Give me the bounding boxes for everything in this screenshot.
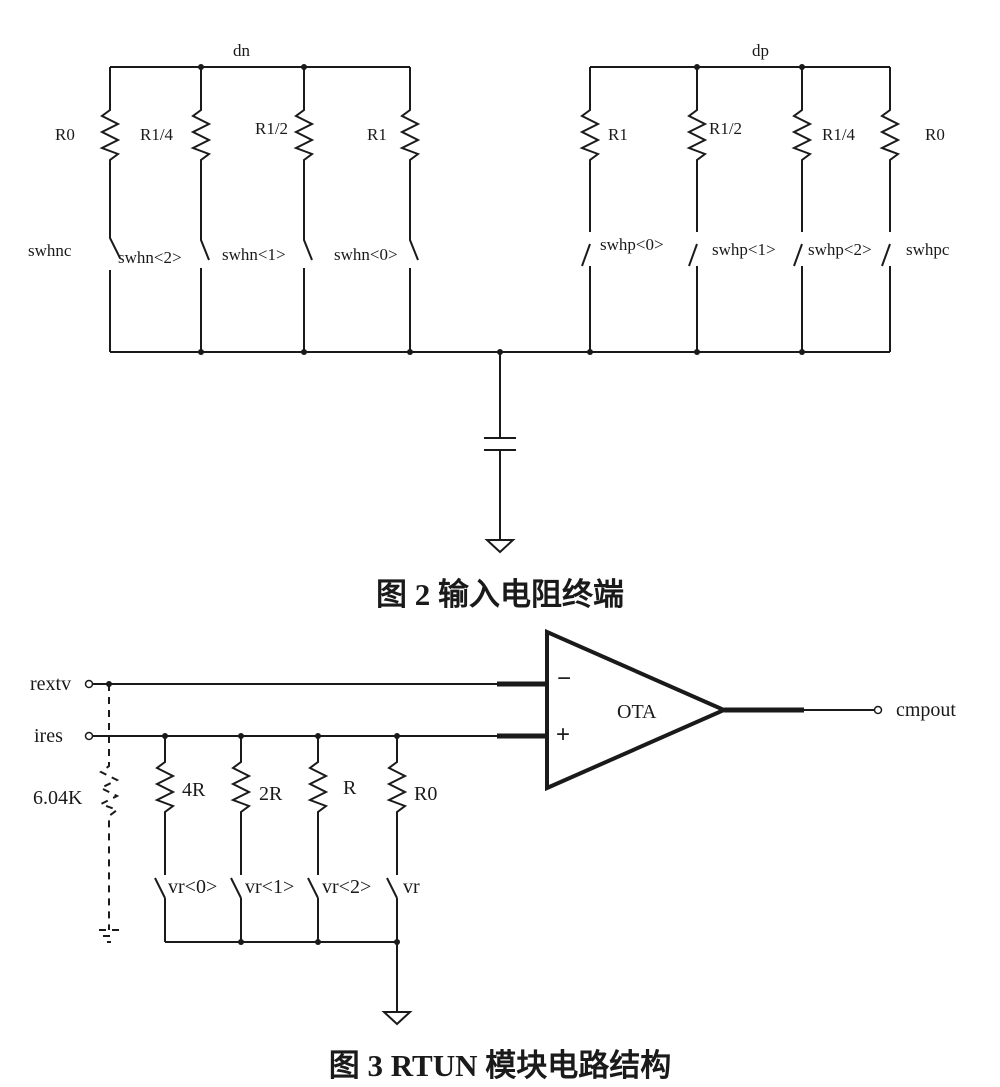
dn-label: dn (233, 41, 251, 60)
resistor-label: R1 (608, 125, 628, 144)
ground-symbol (381, 1008, 413, 1026)
rtun-branch-2 (230, 733, 252, 942)
ota-triangle (545, 628, 729, 792)
external-ground-dashed (99, 929, 119, 943)
switch-label: swhp<1> (712, 240, 776, 259)
rtun-branch-1 (154, 733, 176, 942)
resistor-label: R0 (414, 783, 437, 805)
branch-right-4 (879, 67, 901, 352)
branch-left-3 (293, 67, 315, 352)
switch-label: vr<0> (168, 876, 217, 898)
junction-dot (799, 349, 805, 355)
resistor-label: R0 (925, 125, 945, 144)
resistor-label: R1/4 (140, 125, 174, 144)
dp-label: dp (752, 41, 769, 60)
ota-label: OTA (617, 701, 657, 723)
switch-label: swhp<0> (600, 235, 664, 254)
rextv-terminal (84, 679, 94, 689)
resistor-symbol (399, 67, 421, 352)
switch-label: swhn<0> (334, 245, 398, 264)
switch-label: swhn<2> (118, 248, 182, 267)
switch-label: swhnc (28, 241, 72, 260)
junction-dot (315, 939, 321, 945)
rtun-bottom-bus (165, 941, 398, 1008)
resistor-symbol (386, 736, 408, 942)
resistor-symbol (230, 736, 252, 942)
resistor-symbol (154, 736, 176, 942)
branch-left-4 (399, 67, 421, 352)
external-resistor-dashed (98, 684, 120, 930)
resistor-label: R0 (55, 125, 75, 144)
junction-dot (238, 939, 244, 945)
switch-label: vr<1> (245, 876, 294, 898)
resistor-label: R1 (367, 125, 387, 144)
junction-dot (301, 349, 307, 355)
resistor-symbol (307, 736, 329, 942)
switch-label: swhp<2> (808, 240, 872, 259)
cmpout-terminal (873, 705, 883, 715)
junction-dot (394, 939, 400, 945)
branch-right-3 (791, 67, 813, 352)
junction-dot (587, 349, 593, 355)
branch-right-2 (686, 67, 708, 352)
branch-right-1 (579, 67, 601, 352)
cmpout-label: cmpout (896, 699, 956, 721)
resistor-symbol (99, 67, 121, 352)
resistor-symbol (686, 67, 708, 352)
figure2-input-resistor-termination: dn dp (28, 41, 950, 612)
branch-left-2 (190, 67, 212, 352)
resistor-label: 4R (182, 779, 206, 801)
resistor-symbol (791, 67, 813, 352)
external-resistor-label: 6.04K (33, 787, 83, 809)
switch-label: vr<2> (322, 876, 371, 898)
junction-dot (198, 349, 204, 355)
resistor-label: R1/2 (709, 119, 742, 138)
rextv-label: rextv (30, 673, 71, 695)
resistor-symbol (579, 67, 601, 352)
switch-label: swhn<1> (222, 245, 286, 264)
resistor-symbol (293, 67, 315, 352)
resistor-label: 2R (259, 783, 283, 805)
resistor-symbol (190, 67, 212, 352)
switch-label: vr (403, 876, 420, 898)
resistor-label: R1/4 (822, 125, 856, 144)
resistor-label: R1/2 (255, 119, 288, 138)
figure3-caption: 图 3 RTUN 模块电路结构 (329, 1048, 672, 1083)
capacitor-symbol (484, 352, 516, 528)
rtun-branch-3 (307, 733, 329, 942)
resistor-label: R (343, 777, 357, 799)
ground-symbol (484, 528, 516, 554)
junction-dot (407, 349, 413, 355)
switch-label: swhpc (906, 240, 950, 259)
ires-terminal (84, 731, 94, 741)
rtun-branch-4 (386, 733, 408, 942)
junction-dot (694, 349, 700, 355)
resistor-symbol (879, 67, 901, 352)
inverting-input-sign: − (557, 665, 571, 692)
figure3-rtun-circuit: OTA − + cmpout rextv ires 6.04K (30, 628, 956, 1083)
noninverting-input-sign: + (556, 721, 570, 748)
branch-left-1 (99, 67, 121, 352)
figure2-caption: 图 2 输入电阻终端 (376, 577, 624, 612)
ires-label: ires (34, 725, 63, 747)
